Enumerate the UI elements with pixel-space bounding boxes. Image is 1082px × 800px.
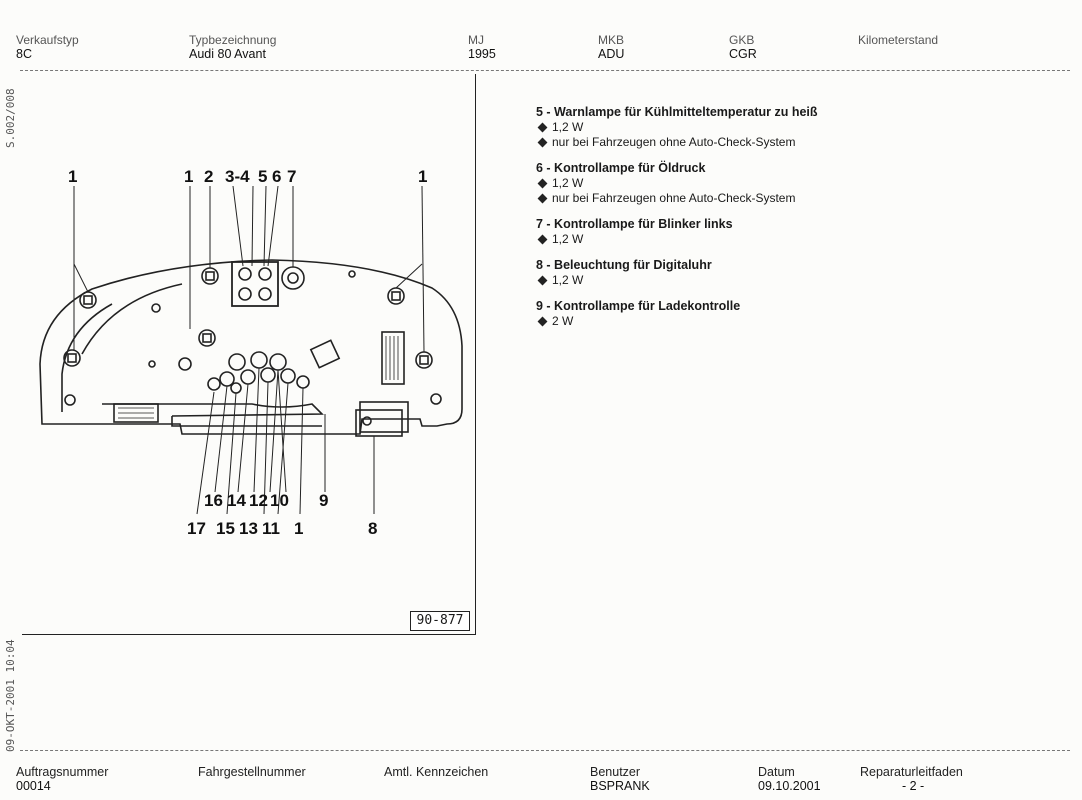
callout-6: 6 — [272, 167, 281, 186]
footer-label-reparaturleitfaden: Reparaturleitfaden — [860, 765, 963, 779]
callout-9: 9 — [319, 491, 328, 510]
header-label-gkb: GKB — [729, 33, 755, 47]
header-value-mj: 1995 — [468, 47, 496, 61]
bullet-diamond-icon — [537, 234, 548, 245]
fax-date-stamp: 09-OKT-2001 10:04 — [4, 639, 17, 752]
instrument-cluster-drawing: 1 1 2 3-4 5 6 7 1 16 14 12 10 9 17 15 13… — [39, 167, 463, 538]
legend-sub: nur bei Fahrzeugen ohne Auto-Check-Syste… — [536, 191, 1056, 206]
footer-label-datum: Datum — [758, 765, 795, 779]
footer-label-kennzeichen: Amtl. Kennzeichen — [384, 765, 489, 779]
bullet-diamond-icon — [537, 122, 548, 133]
connector-left — [113, 403, 159, 423]
legend-item-7: 7 - Kontrollampe für Blinker links 1,2 W — [536, 216, 1056, 247]
lamp-block — [231, 261, 279, 307]
callout-1-right: 1 — [418, 167, 427, 186]
bullet-diamond-icon — [537, 137, 548, 148]
header-value-verkaufstyp: 8C — [16, 47, 32, 61]
callout-1-center: 1 — [184, 167, 193, 186]
callout-7: 7 — [287, 167, 296, 186]
footer-value-datum: 09.10.2001 — [758, 779, 821, 793]
legend-sub: 1,2 W — [536, 120, 1056, 135]
legend-sub: 1,2 W — [536, 232, 1056, 247]
cluster-housing — [39, 259, 463, 435]
header-label-typbezeichnung: Typbezeichnung — [189, 33, 277, 47]
footer-label-auftragsnummer: Auftragsnummer — [16, 765, 109, 779]
footer-label-benutzer: Benutzer — [590, 765, 641, 779]
footer-label-fahrgestellnummer: Fahrgestellnummer — [198, 765, 306, 779]
legend-sub: nur bei Fahrzeugen ohne Auto-Check-Syste… — [536, 135, 1056, 150]
header-label-mj: MJ — [468, 33, 484, 47]
figure-frame — [22, 74, 476, 635]
callout-15: 15 — [216, 519, 235, 538]
callout-3-4: 3-4 — [225, 167, 250, 186]
legend-title-7: 7 - Kontrollampe für Blinker links — [536, 217, 733, 231]
header-label-mkb: MKB — [598, 33, 625, 47]
connector-right — [381, 331, 405, 385]
callout-13: 13 — [239, 519, 258, 538]
header-divider — [20, 70, 1070, 71]
bullet-diamond-icon — [537, 275, 548, 286]
legend-sub: 1,2 W — [536, 273, 1056, 288]
legend-title-8: 8 - Beleuchtung für Digitaluhr — [536, 258, 712, 272]
callout-16: 16 — [204, 491, 223, 510]
callout-11: 11 — [262, 519, 280, 538]
legend-item-8: 8 - Beleuchtung für Digitaluhr 1,2 W — [536, 257, 1056, 288]
legend: 5 - Warnlampe für Kühlmitteltemperatur z… — [536, 104, 1056, 339]
bullet-diamond-icon — [537, 316, 548, 327]
legend-item-9: 9 - Kontrollampe für Ladekontrolle 2 W — [536, 298, 1056, 329]
callout-5: 5 — [258, 167, 267, 186]
header-label-verkaufstyp: Verkaufstyp — [16, 33, 79, 47]
footer-value-auftragsnummer: 00014 — [16, 779, 51, 793]
callout-14: 14 — [227, 491, 246, 510]
bullet-diamond-icon — [537, 193, 548, 204]
legend-sub: 2 W — [536, 314, 1056, 329]
callout-17: 17 — [187, 519, 206, 538]
callout-2: 2 — [204, 167, 213, 186]
legend-item-6: 6 - Kontrollampe für Öldruck 1,2 W nur b… — [536, 160, 1056, 206]
callout-1-left: 1 — [68, 167, 77, 186]
legend-title-6: 6 - Kontrollampe für Öldruck — [536, 161, 706, 175]
footer-divider — [20, 750, 1070, 751]
bullet-diamond-icon — [537, 178, 548, 189]
lamp-7 — [281, 266, 305, 290]
figure-id: 90-877 — [410, 611, 470, 631]
legend-sub: 1,2 W — [536, 176, 1056, 191]
footer-value-seite: - 2 - — [902, 779, 925, 793]
callout-1-bottom: 1 — [294, 519, 303, 538]
header-value-gkb: CGR — [729, 47, 757, 61]
fax-page-stamp: S.002/008 — [4, 88, 17, 148]
callout-12: 12 — [249, 491, 268, 510]
header-label-kilometerstand: Kilometerstand — [858, 33, 939, 47]
header-value-typbezeichnung: Audi 80 Avant — [189, 47, 266, 61]
footer-value-benutzer: BSPRANK — [590, 779, 650, 793]
legend-title-5: 5 - Warnlampe für Kühlmitteltemperatur z… — [536, 105, 818, 119]
legend-title-9: 9 - Kontrollampe für Ladekontrolle — [536, 299, 741, 313]
callout-10: 10 — [270, 491, 289, 510]
callout-8: 8 — [368, 519, 377, 538]
legend-item-5: 5 - Warnlampe für Kühlmitteltemperatur z… — [536, 104, 1056, 150]
header-value-mkb: ADU — [598, 47, 625, 61]
